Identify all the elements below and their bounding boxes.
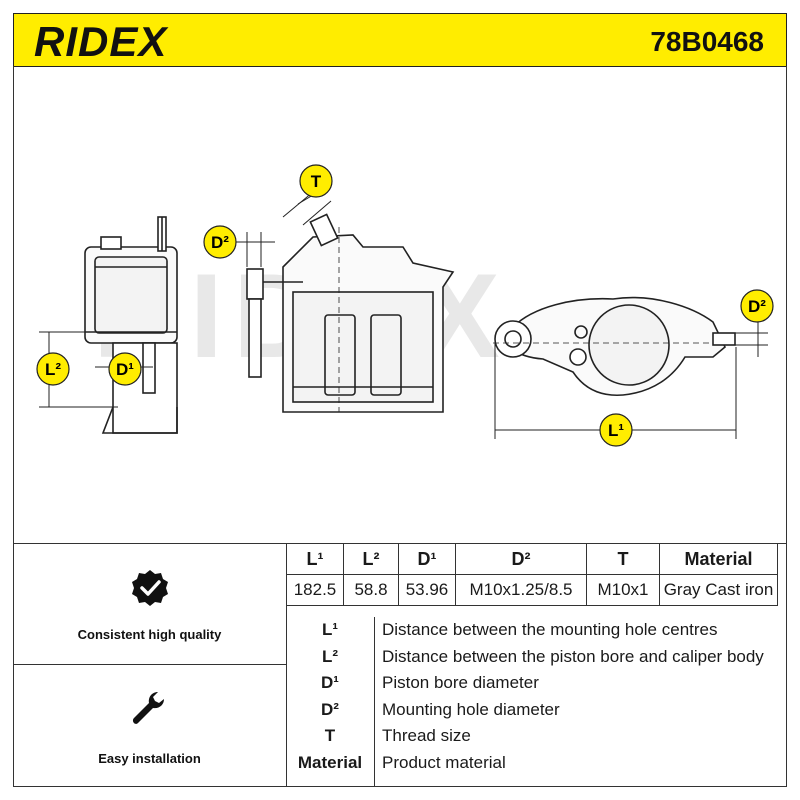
specs-value-row: 182.5 58.8 53.96 M10x1.25/8.5 M10x1 Gray… bbox=[286, 574, 778, 606]
caliper-side-view bbox=[84, 216, 178, 434]
legend-desc: Distance between the piston bore and cal… bbox=[382, 647, 764, 666]
feature-installation: Easy installation bbox=[13, 688, 286, 766]
legend-divider bbox=[374, 617, 375, 787]
legend-item: T Thread size bbox=[286, 726, 787, 752]
specs-header-cell: T bbox=[586, 543, 660, 575]
check-badge-icon bbox=[131, 570, 168, 606]
brand-logo: RIDEX bbox=[34, 18, 168, 65]
legend-key: D¹ bbox=[321, 673, 339, 692]
svg-text:D²: D² bbox=[748, 297, 766, 316]
legend-item: D² Mounting hole diameter bbox=[286, 700, 787, 726]
legend-key: L² bbox=[321, 647, 339, 666]
svg-text:L²: L² bbox=[45, 360, 61, 379]
legend-item: L² Distance between the piston bore and … bbox=[286, 647, 787, 673]
legend-desc: Distance between the mounting hole centr… bbox=[382, 620, 718, 639]
svg-text:D²: D² bbox=[211, 233, 229, 252]
d2-badge-right: D² bbox=[740, 289, 774, 323]
legend-desc: Product material bbox=[382, 753, 506, 772]
d2-dimension-left bbox=[235, 232, 275, 267]
d1-badge: D¹ bbox=[108, 352, 142, 386]
wrench-icon bbox=[132, 692, 164, 724]
specs-value-cell: M10x1 bbox=[586, 574, 660, 606]
part-number: 78B0468 bbox=[650, 26, 764, 57]
specs-value-cell: 182.5 bbox=[286, 574, 344, 606]
caliper-top-view bbox=[493, 296, 736, 397]
svg-text:T: T bbox=[311, 172, 322, 191]
svg-text:L¹: L¹ bbox=[608, 421, 624, 440]
column-divider bbox=[286, 543, 287, 787]
t-badge: T bbox=[299, 164, 333, 198]
content-frame bbox=[13, 66, 787, 787]
specs-value-cell: Gray Cast iron bbox=[659, 574, 778, 606]
specs-header-cell: D² bbox=[455, 543, 587, 575]
legend-key: Material bbox=[297, 753, 363, 772]
legend-item: Material Product material bbox=[286, 753, 787, 779]
feature-quality: Consistent high quality bbox=[13, 566, 286, 642]
legend-desc: Piston bore diameter bbox=[382, 673, 539, 692]
specs-header-cell: D¹ bbox=[398, 543, 456, 575]
legend-item: D¹ Piston bore diameter bbox=[286, 673, 787, 699]
specs-value-cell: M10x1.25/8.5 bbox=[455, 574, 587, 606]
specs-table: L¹ L² D¹ D² T Material 182.5 58.8 53.96 … bbox=[286, 543, 778, 606]
d2-badge-left: D² bbox=[203, 225, 237, 259]
l1-badge: L¹ bbox=[599, 413, 633, 447]
d2-dimension-right bbox=[713, 317, 768, 357]
header-bar: RIDEX 78B0468 bbox=[13, 13, 787, 67]
l2-badge: L² bbox=[36, 352, 70, 386]
feature-separator bbox=[13, 664, 286, 665]
specs-value-cell: 53.96 bbox=[398, 574, 456, 606]
legend-key: L¹ bbox=[321, 620, 339, 639]
specs-header-row: L¹ L² D¹ D² T Material bbox=[286, 543, 778, 575]
legend-key: D² bbox=[321, 700, 339, 719]
specs-value-cell: 58.8 bbox=[343, 574, 399, 606]
legend-key: T bbox=[324, 726, 336, 745]
svg-text:D¹: D¹ bbox=[116, 360, 134, 379]
specs-header-cell: Material bbox=[659, 543, 778, 575]
legend-desc: Mounting hole diameter bbox=[382, 700, 560, 719]
specs-header-cell: L² bbox=[343, 543, 399, 575]
legend-item: L¹ Distance between the mounting hole ce… bbox=[286, 620, 787, 646]
feature-installation-label: Easy installation bbox=[98, 751, 201, 766]
specs-header-cell: L¹ bbox=[286, 543, 344, 575]
caliper-front-view bbox=[246, 213, 455, 413]
technical-drawing: RIDEX L² D¹ bbox=[36, 164, 774, 447]
feature-quality-label: Consistent high quality bbox=[77, 627, 222, 642]
legend-desc: Thread size bbox=[382, 726, 471, 745]
